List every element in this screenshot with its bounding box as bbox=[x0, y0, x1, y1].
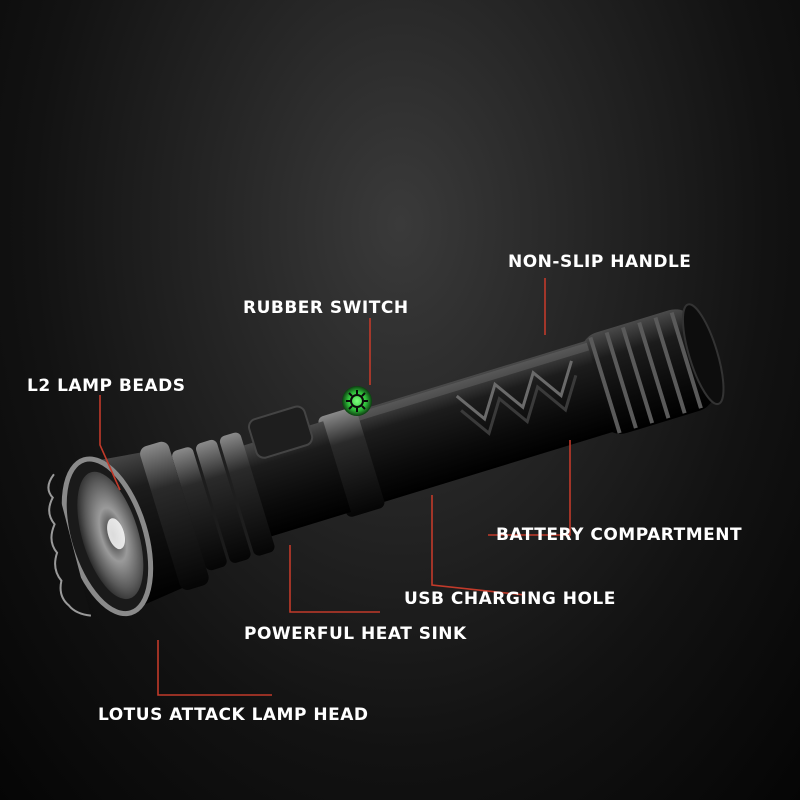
flashlight-body bbox=[47, 303, 725, 617]
label-rubber-switch: RUBBER SWITCH bbox=[243, 298, 409, 318]
leader-battery-compartment bbox=[488, 440, 571, 536]
switch-pad bbox=[247, 405, 314, 459]
label-usb-charging-hole: USB CHARGING HOLE bbox=[404, 589, 616, 609]
label-battery-compartment: BATTERY COMPARTMENT bbox=[496, 525, 743, 545]
tail-end bbox=[681, 303, 725, 406]
leader-powerful-heat-sink bbox=[289, 545, 380, 613]
heat-sink bbox=[172, 432, 275, 571]
label-l2-lamp-beads: L2 LAMP BEADS bbox=[27, 376, 186, 396]
handle-grooves bbox=[455, 360, 578, 436]
lotus-crown bbox=[47, 473, 92, 617]
usb-collar bbox=[318, 407, 385, 517]
label-powerful-heat-sink: POWERFUL HEAT SINK bbox=[244, 624, 467, 644]
tail-knurling bbox=[588, 311, 703, 434]
leader-l2-lamp-beads bbox=[99, 395, 121, 491]
led-bead bbox=[107, 518, 126, 550]
label-lotus-attack-lamp-head: LOTUS ATTACK LAMP HEAD bbox=[98, 705, 369, 725]
leader-lines bbox=[99, 278, 571, 696]
leader-lotus-attack-lamp-head bbox=[157, 640, 272, 696]
battery-tube bbox=[347, 340, 614, 505]
switch-symbol bbox=[342, 386, 372, 416]
label-non-slip-handle: NON-SLIP HANDLE bbox=[508, 252, 692, 272]
leader-usb-charging-hole bbox=[431, 495, 526, 596]
